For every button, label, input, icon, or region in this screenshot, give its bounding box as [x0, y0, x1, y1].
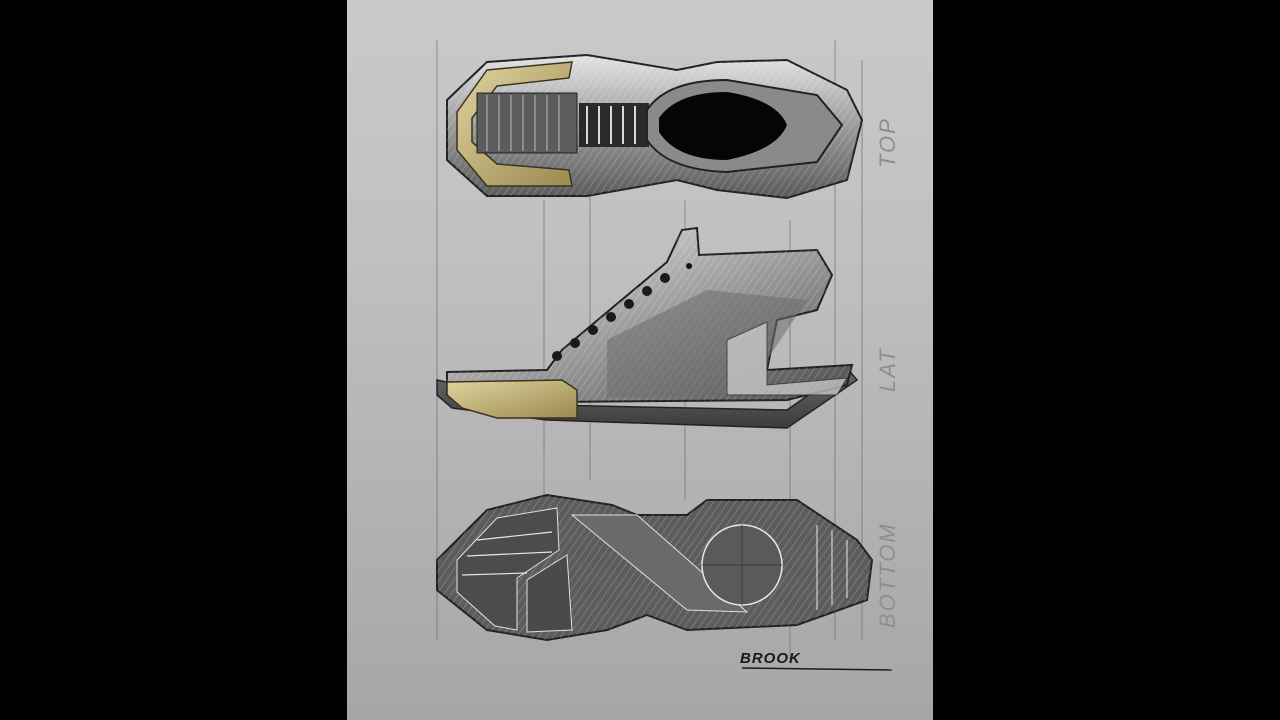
sketch-drawing: [436, 40, 893, 671]
top-view-shoe: [446, 53, 864, 200]
view-label-top: TOP: [875, 117, 900, 168]
view-label-lat: LAT: [875, 347, 900, 392]
view-label-bottom: BOTTOM: [875, 522, 900, 628]
bottom-view-sole: [436, 493, 874, 642]
signature-underline: [741, 667, 893, 671]
lateral-view-shoe: [436, 226, 859, 429]
artist-signature: BROOK: [740, 650, 801, 667]
sketch-canvas: TOP LAT BOTTOM BROOK: [347, 0, 933, 720]
